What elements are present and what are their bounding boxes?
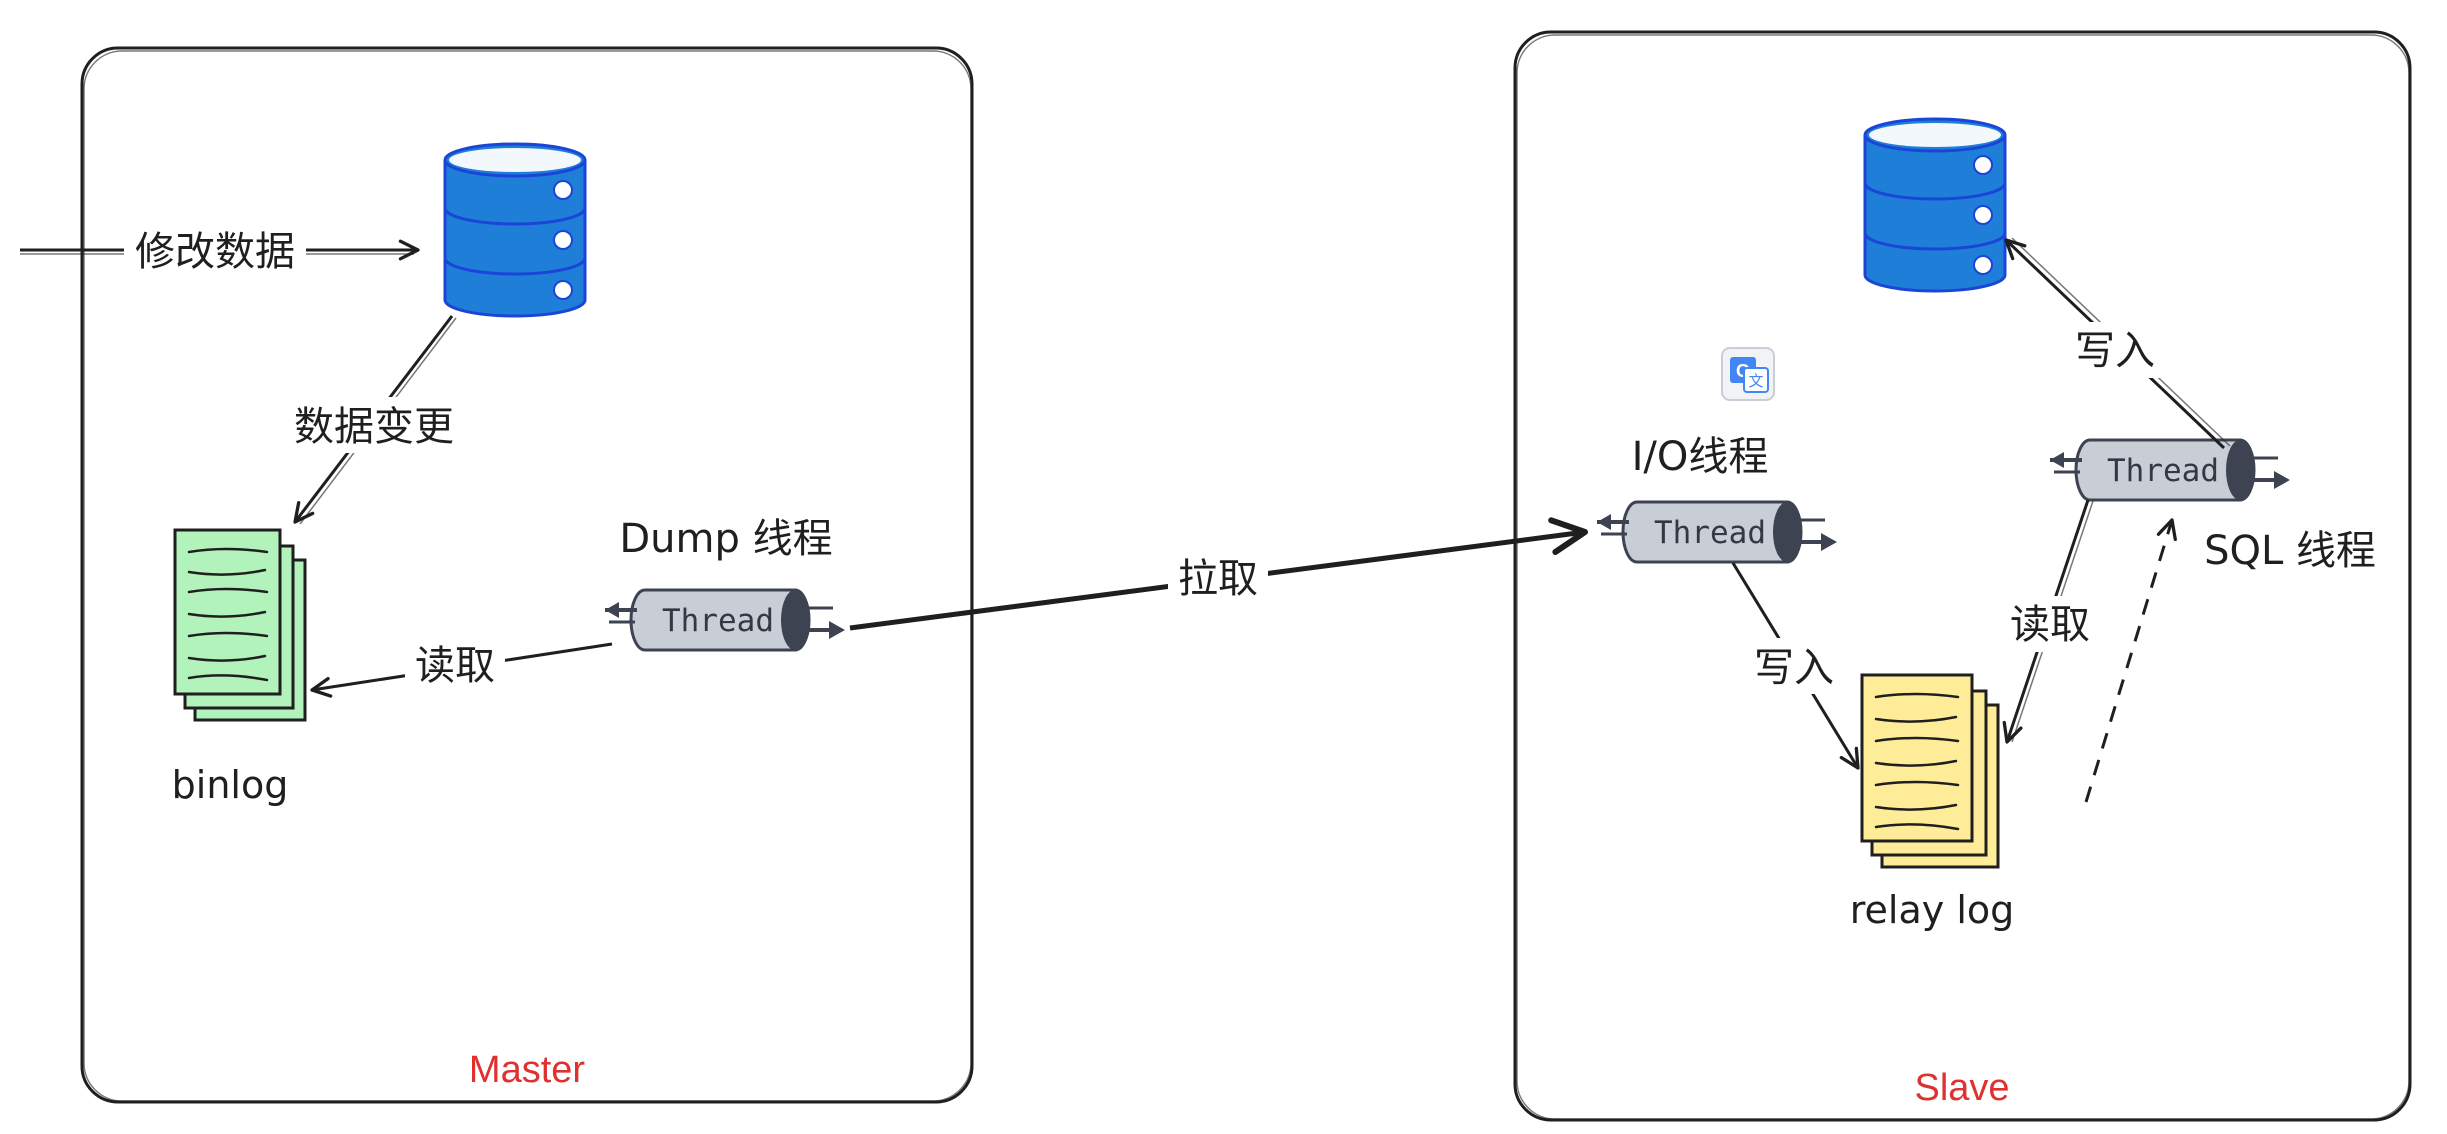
edge-io-write: 写入 — [1731, 562, 1860, 770]
sql-thread: Thread — [2048, 438, 2292, 502]
sql-thread-text: Thread — [2107, 453, 2219, 489]
master-cluster: Master — [80, 46, 974, 1104]
edge-data-change-label: 数据变更 — [294, 404, 454, 450]
edge-sql-read: 读取 — [2000, 499, 2100, 744]
dump-thread: Thread — [603, 588, 847, 652]
dump-thread-text: Thread — [662, 603, 774, 639]
edge-sql-read-label: 读取 — [2010, 602, 2090, 648]
master-database — [443, 142, 587, 318]
svg-text:文: 文 — [1748, 372, 1763, 390]
io-thread-label: I/O线程 — [1632, 434, 1769, 480]
edge-modify-data: 修改数据 — [20, 222, 420, 278]
relay-log-label: relay log — [1850, 888, 2015, 932]
edge-sql-write-label: 写入 — [2075, 328, 2155, 374]
edge-data-change: 数据变更 — [280, 315, 468, 525]
relay-log-document — [1860, 673, 2000, 869]
google-translate-icon: G 文 — [1721, 347, 1775, 401]
edge-read-binlog-label: 读取 — [415, 643, 495, 689]
binlog-document — [173, 528, 307, 722]
edge-read-binlog: 读取 — [310, 636, 613, 698]
slave-label: Slave — [1914, 1067, 2009, 1109]
master-label: Master — [469, 1049, 585, 1091]
edge-dashed-trigger — [2084, 518, 2177, 803]
edge-modify-data-label: 修改数据 — [135, 229, 295, 275]
edge-pull: 拉取 — [849, 517, 1588, 631]
binlog-label: binlog — [172, 763, 289, 807]
edge-sql-write: 写入 — [2004, 237, 2231, 450]
edge-io-write-label: 写入 — [1754, 645, 1834, 691]
sql-thread-label: SQL 线程 — [2204, 528, 2376, 574]
edge-pull-label: 拉取 — [1178, 556, 1258, 602]
io-thread: Thread — [1595, 500, 1839, 564]
slave-database — [1863, 117, 2007, 293]
slave-cluster: Slave — [1513, 30, 2412, 1122]
dump-thread-label: Dump 线程 — [619, 516, 832, 562]
io-thread-text: Thread — [1654, 515, 1766, 551]
